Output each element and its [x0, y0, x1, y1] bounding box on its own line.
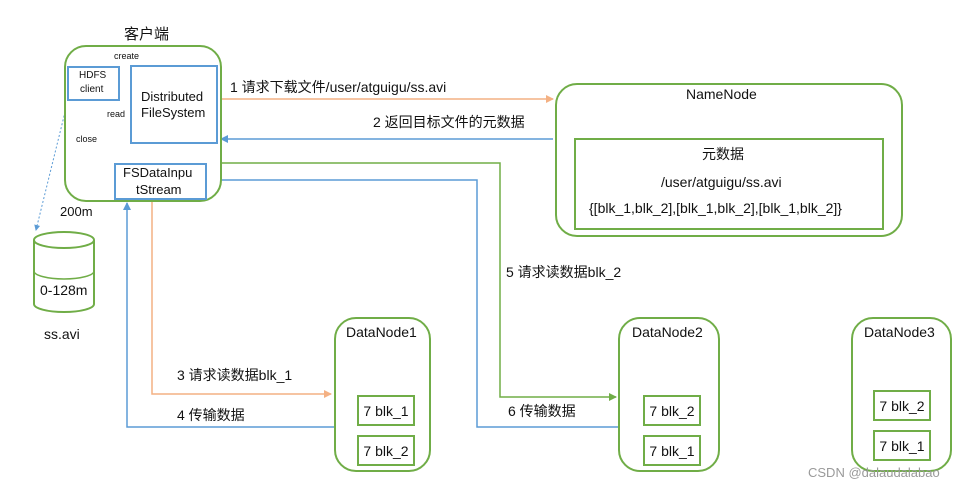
- metadata-title: 元数据: [702, 146, 744, 162]
- fsdatainputstream-box[interactable]: [114, 163, 207, 200]
- step3-label: 3 请求读数据blk_1: [177, 367, 293, 383]
- hdfs-client-box[interactable]: [67, 66, 120, 101]
- create-label: create: [114, 51, 140, 61]
- hdfs-client-label-line1: HDFS: [79, 70, 107, 81]
- metadata-path: /user/atguigu/ss.avi: [661, 174, 782, 190]
- file-name-label: ss.avi: [44, 326, 80, 342]
- step5-label: 5 请求读数据blk_2: [506, 264, 622, 280]
- distributed-filesystem-box[interactable]: [130, 65, 218, 144]
- datanode1-block-2: 7 blk_2: [357, 435, 415, 466]
- datanode2-block-1: 7 blk_2: [643, 395, 701, 426]
- distributed-filesystem-label-line2: FileSystem: [141, 105, 206, 120]
- namenode-title: NameNode: [686, 86, 757, 102]
- datanode3-title: DataNode3: [864, 324, 935, 340]
- step5-arrow: [218, 162, 617, 401]
- step6-arrow: [208, 176, 619, 428]
- hdfs-client-label-line2: client: [80, 84, 104, 95]
- close-label: close: [76, 134, 98, 144]
- fsdatainputstream-label-line2: tStream: [136, 182, 182, 197]
- step4-arrow: [123, 202, 334, 428]
- step4-label: 4 传输数据: [177, 407, 245, 423]
- datanode3-block-2: 7 blk_1: [873, 430, 931, 461]
- step6-label: 6 传输数据: [508, 403, 576, 419]
- datanode2-title: DataNode2: [632, 324, 703, 340]
- step2-label: 2 返回目标文件的元数据: [373, 114, 525, 130]
- metadata-box: [574, 138, 884, 230]
- fsdatainputstream-label-line1: FSDataInpu: [123, 165, 193, 180]
- datanode1-title: DataNode1: [346, 324, 417, 340]
- file-cylinder: [33, 231, 95, 313]
- datanode2-block-2: 7 blk_1: [643, 435, 701, 466]
- step3-arrow: [151, 200, 332, 398]
- datanode1-block-1: 7 blk_1: [357, 395, 415, 426]
- size-label: 200m: [60, 204, 93, 219]
- client-title: 客户端: [124, 26, 170, 43]
- step1-label: 1 请求下载文件/user/atguigu/ss.avi: [230, 79, 447, 95]
- file-content-label: 0-128m: [40, 282, 88, 298]
- read-label: read: [107, 109, 126, 119]
- datanode3-block-1: 7 blk_2: [873, 390, 931, 421]
- watermark: CSDN @dalaudalabao: [808, 465, 940, 480]
- distributed-filesystem-label-line1: Distributed: [141, 89, 204, 104]
- metadata-blocks: {[blk_1,blk_2],[blk_1,blk_2],[blk_1,blk_…: [589, 200, 842, 216]
